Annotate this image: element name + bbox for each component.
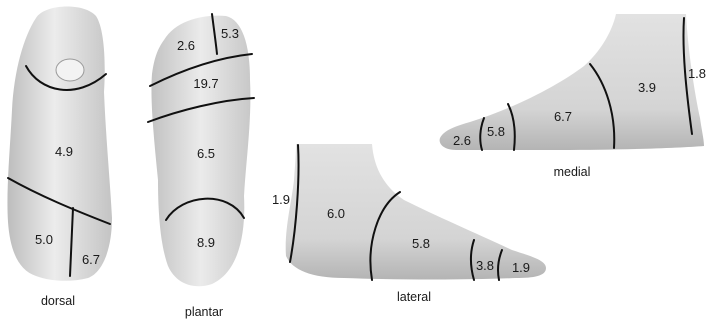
dorsal-toes-right-value: 6.7: [82, 252, 100, 267]
dorsal-toes-left-value: 5.0: [35, 232, 53, 247]
medial-heel-value: 3.9: [638, 80, 656, 95]
plantar-ball-value: 19.7: [193, 76, 218, 91]
plantar-arch-value: 6.5: [197, 146, 215, 161]
medial-toes-value: 2.6: [453, 133, 471, 148]
lateral-foot-shape: [286, 144, 546, 280]
plantar-toe-left-value: 2.6: [177, 38, 195, 53]
medial-view: 1.8 3.9 6.7 5.8 2.6 medial: [440, 14, 706, 179]
medial-forefoot-value: 5.8: [487, 124, 505, 139]
lateral-ankle-value: 1.9: [272, 192, 290, 207]
dorsal-view: 4.9 5.0 6.7 dorsal: [7, 6, 112, 308]
lateral-forefoot-value: 3.8: [476, 258, 494, 273]
medial-caption: medial: [554, 165, 591, 179]
plantar-toe-right-value: 5.3: [221, 26, 239, 41]
lateral-heel-value: 6.0: [327, 206, 345, 221]
dorsal-mid-value: 4.9: [55, 144, 73, 159]
medial-mid-value: 6.7: [554, 109, 572, 124]
lateral-view: 1.9 6.0 5.8 3.8 1.9 lateral: [272, 144, 546, 304]
lateral-toes-value: 1.9: [512, 260, 530, 275]
medial-ankle-value: 1.8: [688, 66, 706, 81]
toenail-shape: [56, 59, 84, 81]
plantar-view: 2.6 5.3 19.7 6.5 8.9 plantar: [148, 14, 254, 319]
lateral-mid-value: 5.8: [412, 236, 430, 251]
dorsal-caption: dorsal: [41, 294, 75, 308]
plantar-heel-value: 8.9: [197, 235, 215, 250]
lateral-caption: lateral: [397, 290, 431, 304]
plantar-caption: plantar: [185, 305, 223, 319]
medial-foot-shape: [440, 14, 704, 150]
